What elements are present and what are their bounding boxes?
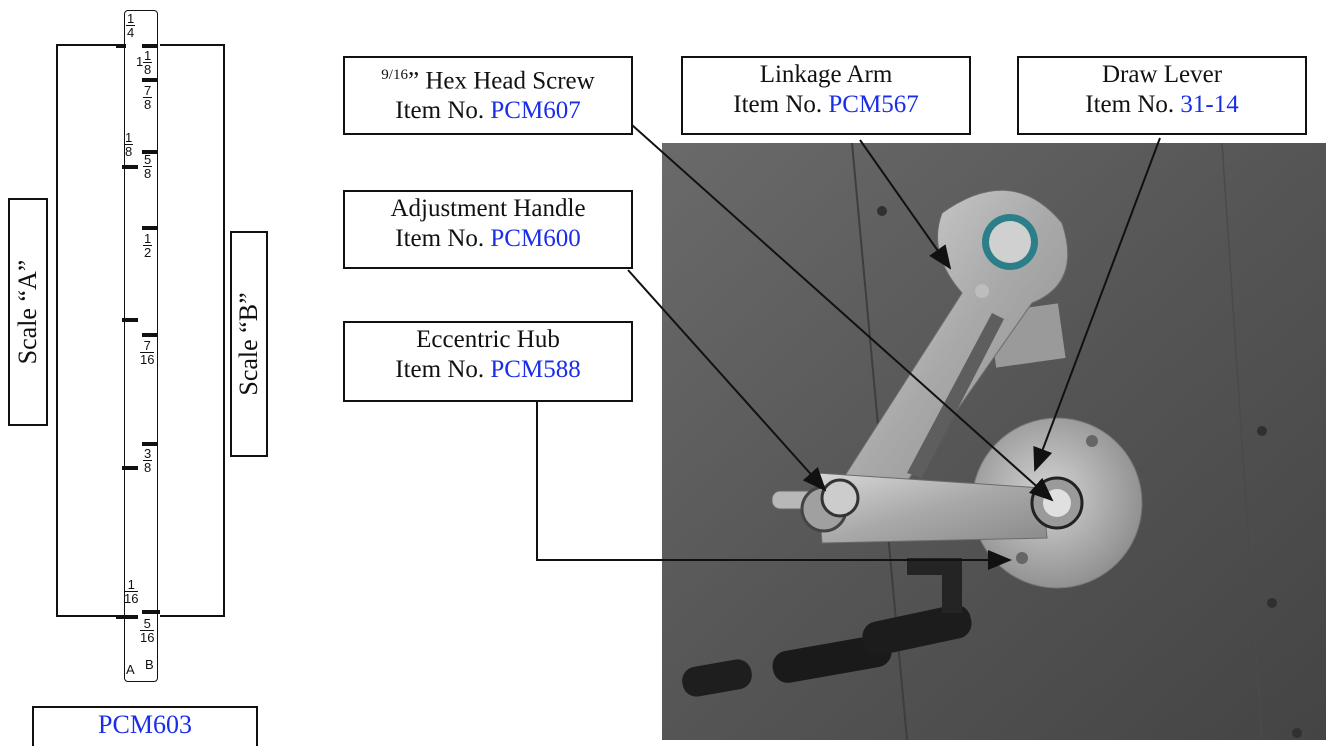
scale-b-label: Scale “B”: [230, 231, 268, 457]
ruler: [124, 10, 158, 682]
tick-b-2: [142, 78, 158, 82]
callout-draw-lever-name: Draw Lever: [1101, 61, 1223, 88]
callout-adjustment-handle: Adjustment Handle Item No. PCM600: [343, 190, 633, 269]
callout-linkage-arm: Linkage Arm Item No. PCM567: [681, 56, 971, 135]
callout-eccentric-hub-name: Eccentric Hub: [416, 326, 560, 353]
scale-b-text: Scale “B”: [234, 292, 263, 396]
item-link-pcm607[interactable]: PCM607: [490, 97, 581, 125]
tick-a-1: [122, 165, 138, 169]
tick-a-4: [116, 615, 138, 619]
callout-adjustment-handle-item: Item No. PCM600: [395, 225, 581, 252]
callout-hex-screw-item: Item No. PCM607: [395, 97, 581, 125]
part-number-box: PCM603: [32, 706, 258, 746]
tick-b-4: [142, 226, 158, 230]
tick-a-2: [122, 318, 138, 322]
callout-hex-screw-name: 9/16” Hex Head Screw: [381, 67, 595, 95]
ruler-side-a: A: [126, 662, 135, 677]
ruler-b-label-1-prefix: 1: [136, 54, 144, 69]
item-link-pcm567[interactable]: PCM567: [828, 91, 919, 118]
callout-hex-screw: 9/16” Hex Head Screw Item No. PCM607: [343, 56, 633, 135]
callout-linkage-arm-name: Linkage Arm: [759, 61, 893, 88]
item-link-pcm588[interactable]: PCM588: [490, 356, 581, 383]
ruler-side-b: B: [145, 657, 154, 672]
callout-adjustment-handle-name: Adjustment Handle: [390, 195, 586, 222]
scale-a-label: Scale “A”: [8, 198, 48, 426]
callout-linkage-arm-item: Item No. PCM567: [733, 91, 919, 118]
tick-b-5: [142, 333, 158, 337]
tick-b-3: [142, 150, 158, 154]
assembly-photo: [662, 143, 1326, 740]
tick-a-3: [122, 466, 138, 470]
callout-eccentric-hub-item: Item No. PCM588: [395, 356, 581, 383]
tick-b-1: [142, 44, 158, 48]
tick-b-6: [142, 442, 158, 446]
item-link-pcm600[interactable]: PCM600: [490, 225, 581, 252]
scale-a-text: Scale “A”: [13, 259, 42, 365]
scale-a-bracket: [56, 44, 122, 617]
tick-a-top: [116, 44, 126, 48]
scale-b-bracket: [160, 44, 225, 617]
callout-eccentric-hub: Eccentric Hub Item No. PCM588: [343, 321, 633, 402]
callout-draw-lever: Draw Lever Item No. 31-14: [1017, 56, 1307, 135]
tick-b-7: [142, 610, 160, 614]
callout-draw-lever-item: Item No. 31-14: [1085, 91, 1239, 118]
item-link-31-14[interactable]: 31-14: [1180, 91, 1239, 118]
